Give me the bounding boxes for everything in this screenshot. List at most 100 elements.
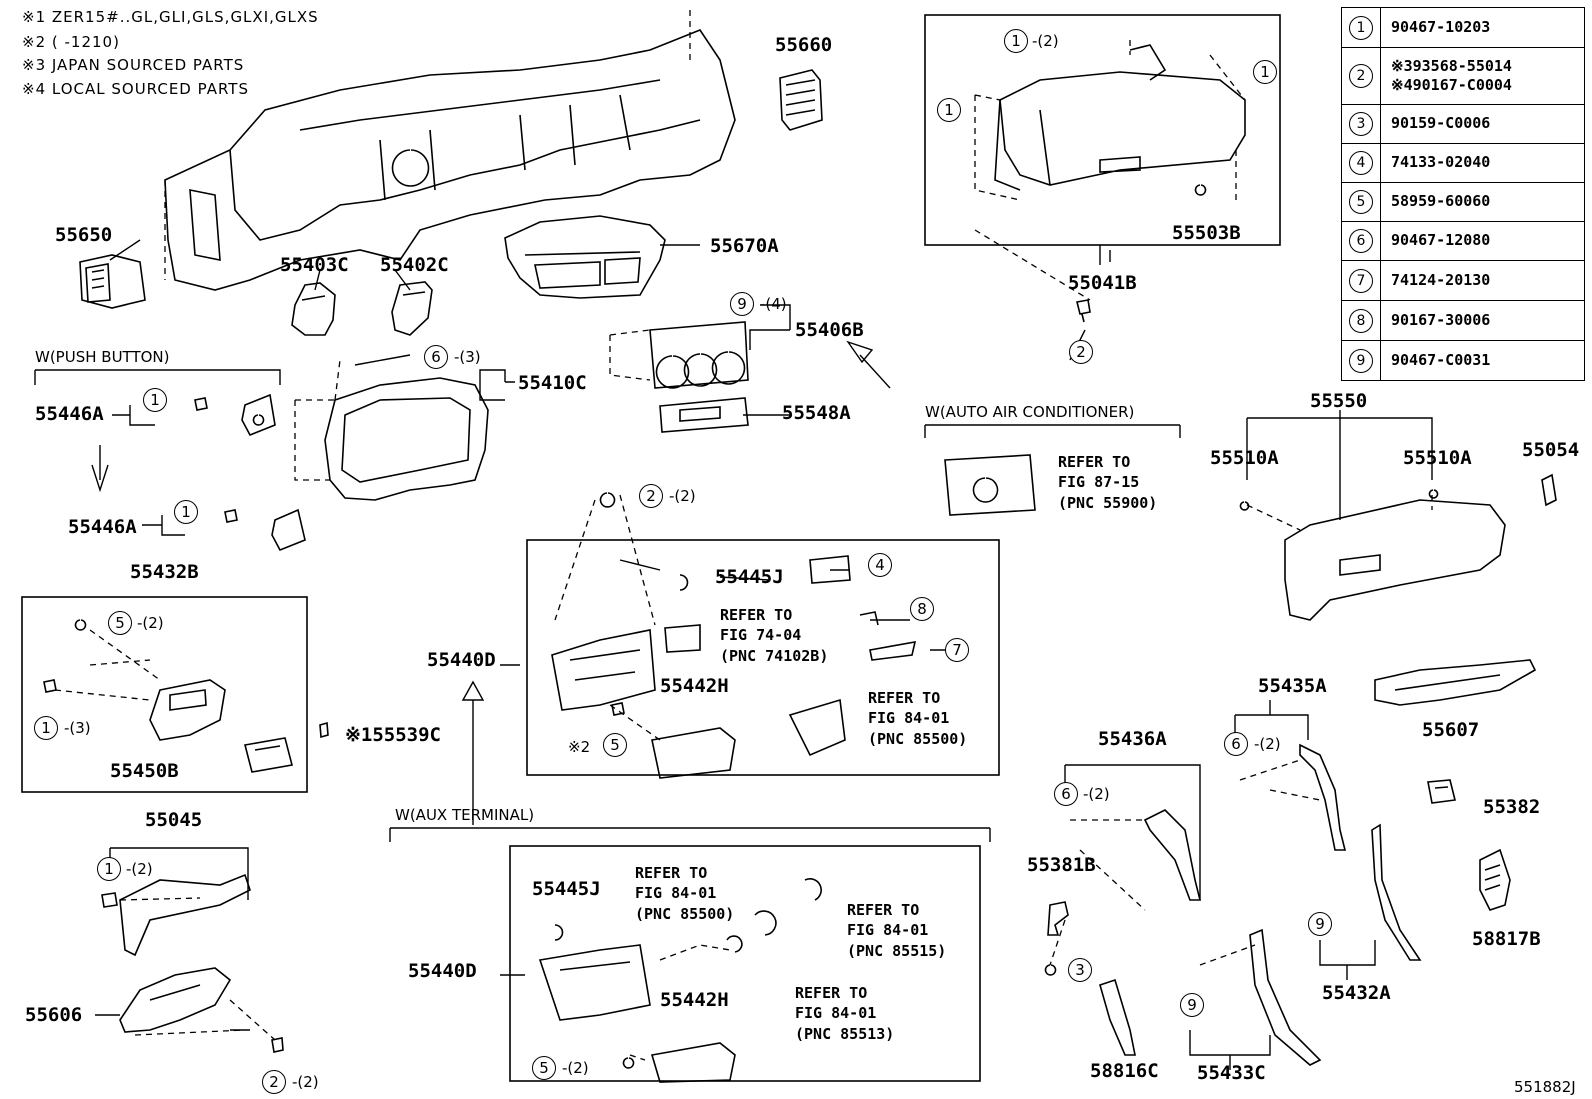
callout-6: 6 — [1054, 782, 1078, 806]
refer-line: FIG 84-01 — [847, 921, 929, 940]
part-label-55442H-bottom[interactable]: 55442H — [660, 989, 729, 1011]
callout-2: 2 — [262, 1070, 286, 1094]
part-label-55442H-top[interactable]: 55442H — [660, 675, 729, 697]
part-label-55381B[interactable]: 55381B — [1027, 854, 1096, 876]
legend-no: 7 — [1349, 268, 1373, 293]
part-58817B-drawing — [1479, 848, 1511, 911]
part-label-55432A[interactable]: 55432A — [1322, 982, 1391, 1004]
part-label-55445J-top[interactable]: 55445J — [715, 566, 784, 588]
bracket-55403C-drawing — [291, 282, 336, 336]
refer-line: REFER TO — [847, 901, 920, 919]
refer-fig-84-01-85515[interactable]: REFER TO FIG 84-01(PNC 85515) — [847, 900, 946, 961]
trim-55433C-drawing — [1189, 928, 1322, 1070]
part-label-55660[interactable]: 55660 — [775, 34, 833, 56]
glovebox-55550-drawing — [1239, 410, 1506, 621]
callout-4: 4 — [868, 553, 892, 577]
refer-line: REFER TO — [1058, 453, 1131, 471]
part-label-55606[interactable]: 55606 — [25, 1004, 83, 1026]
register-55670A-drawing — [504, 215, 666, 299]
trim-55432A-drawing — [1319, 823, 1422, 980]
part-label-55650[interactable]: 55650 — [55, 224, 113, 246]
part-label-55550[interactable]: 55550 — [1310, 390, 1368, 412]
part-label-55510A-right[interactable]: 55510A — [1403, 447, 1472, 469]
leader-lines — [95, 239, 1111, 1031]
part-55054-drawing — [1541, 473, 1557, 507]
callout-9: 9 — [730, 292, 754, 316]
refer-line: (PNC 55900) — [1058, 493, 1158, 512]
aux-panel-box-drawing — [509, 845, 981, 1083]
vent-55650-drawing — [79, 254, 146, 309]
part-label-55539C[interactable]: ※155539C — [345, 724, 441, 746]
part-label-55045[interactable]: 55045 — [145, 809, 203, 831]
callout-1: 1 — [1004, 29, 1028, 53]
callout-1: 1 — [34, 716, 58, 740]
callout-qty: -(3) — [64, 719, 91, 737]
variant-push-button: W(PUSH BUTTON) — [35, 348, 170, 366]
part-label-55410C[interactable]: 55410C — [518, 372, 587, 394]
callout-5: 5 — [603, 733, 627, 757]
legend-part: ※393568-55014 — [1391, 56, 1512, 75]
callout-qty: -(4) — [760, 295, 787, 313]
variant-auto-ac: W(AUTO AIR CONDITIONER) — [925, 403, 1135, 421]
legend-part: 58959-60060 — [1380, 182, 1585, 222]
push-button-group-drawing — [34, 369, 306, 552]
part-label-55433C[interactable]: 55433C — [1197, 1062, 1266, 1084]
refer-line: (PNC 85500) — [868, 729, 968, 748]
part-label-55041B[interactable]: 55041B — [1068, 272, 1137, 294]
trim-55435A-drawing — [1234, 700, 1347, 851]
part-label-55440D-top[interactable]: 55440D — [427, 649, 496, 671]
part-label-55436A[interactable]: 55436A — [1098, 728, 1167, 750]
part-label-55402C[interactable]: 55402C — [380, 254, 449, 276]
note-4: ※4 LOCAL SOURCED PARTS — [22, 80, 249, 98]
bezel-55432B-drawing — [21, 596, 329, 793]
legend-part: 90467-10203 — [1380, 7, 1585, 48]
part-label-55503B[interactable]: 55503B — [1172, 222, 1241, 244]
callout-9: 9 — [1180, 993, 1204, 1017]
part-label-55406B[interactable]: 55406B — [795, 319, 864, 341]
legend-part: 74124-20130 — [1380, 260, 1585, 301]
part-label-55446A-top[interactable]: 55446A — [35, 403, 104, 425]
part-label-55432B[interactable]: 55432B — [130, 561, 199, 583]
legend-part: 90467-12080 — [1380, 221, 1585, 261]
part-label-55446A-bottom[interactable]: 55446A — [68, 516, 137, 538]
part-label-55403C[interactable]: 55403C — [280, 254, 349, 276]
undercover-55045-drawing — [101, 847, 251, 957]
legend-no: 5 — [1349, 190, 1373, 214]
part-label-58816C[interactable]: 58816C — [1090, 1060, 1159, 1082]
legend-no: 1 — [1349, 15, 1373, 40]
part-label-55382[interactable]: 55382 — [1483, 796, 1541, 818]
callout-qty: -(2) — [562, 1059, 589, 1077]
callout-7: 7 — [945, 638, 969, 662]
part-label-58817B[interactable]: 58817B — [1472, 928, 1541, 950]
panel-55548A-drawing — [659, 397, 749, 433]
callout-qty: -(3) — [454, 348, 481, 366]
legend-no: 9 — [1349, 348, 1373, 373]
part-label-55510A-left[interactable]: 55510A — [1210, 447, 1279, 469]
legend-row: 7 74124-20130 — [1341, 260, 1585, 301]
legend-part: 74133-02040 — [1380, 143, 1585, 183]
part-label-55440D-bottom[interactable]: 55440D — [408, 960, 477, 982]
refer-line: (PNC 85515) — [847, 941, 947, 960]
part-label-55445J-bottom[interactable]: 55445J — [532, 878, 601, 900]
callout-qty: -(2) — [126, 860, 153, 878]
part-label-55670A[interactable]: 55670A — [710, 235, 779, 257]
part-label-55548A[interactable]: 55548A — [782, 402, 851, 424]
part-label-55607[interactable]: 55607 — [1422, 719, 1480, 741]
part-label-55054[interactable]: 55054 — [1522, 439, 1580, 461]
part-label-55435A[interactable]: 55435A — [1258, 675, 1327, 697]
part-label-55450B[interactable]: 55450B — [110, 760, 179, 782]
refer-line: REFER TO — [795, 984, 868, 1002]
cluster-hood-55410C-drawing — [294, 359, 489, 501]
part-55381B-drawing — [1044, 901, 1069, 976]
callout-2: 2 — [1069, 340, 1093, 364]
refer-line: REFER TO — [635, 864, 708, 882]
callout-1: 1 — [143, 388, 167, 412]
legend-no: 2 — [1349, 64, 1373, 88]
